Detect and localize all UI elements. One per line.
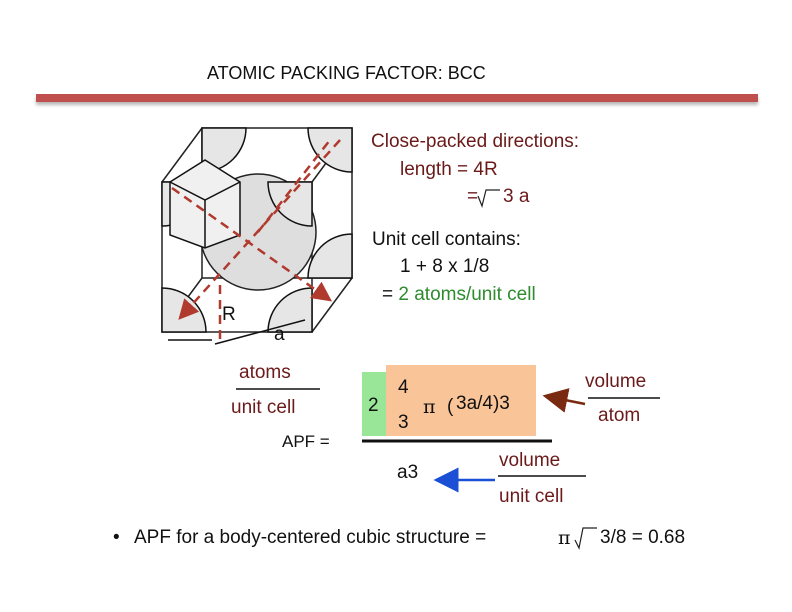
coefficient-highlight [362, 372, 386, 436]
close-packed-equals: = [467, 186, 479, 207]
bullet-pi: π [558, 527, 571, 549]
volume-cell-bottom: unit cell [499, 486, 564, 507]
apf-coefficient: 2 [368, 395, 379, 416]
close-packed-length: length = 4R [400, 159, 498, 180]
unit-cell-heading: Unit cell contains: [372, 229, 521, 250]
apf-frac-den: 3 [398, 412, 409, 433]
bullet-dot: • [113, 527, 120, 548]
apf-label: APF = [282, 432, 330, 451]
apf-denominator: a3 [397, 462, 419, 483]
title-underline-bar [36, 94, 758, 102]
atom-volume-highlight [386, 365, 536, 436]
close-packed-lines [171, 139, 341, 340]
apf-frac-num: 4 [398, 377, 409, 398]
volume-atom-top: volume [585, 371, 647, 392]
unit-cell-result: = 2 atoms/unit cell [382, 284, 536, 306]
slide-title: ATOMIC PACKING FACTOR: BCC [207, 63, 486, 83]
volume-atom-bottom: atom [598, 405, 641, 426]
apf-radical-body: 3a/4)3 [456, 393, 510, 414]
atoms-per-cell-highlight: 2 atoms/unit cell [398, 284, 536, 305]
apf-pi: π [423, 396, 436, 418]
result-prefix: = [382, 284, 399, 305]
label-r: R [222, 304, 236, 325]
dimension-arrows [168, 319, 306, 345]
sqrt-sign-3 [574, 527, 597, 550]
bullet-text: APF for a body-centered cubic structure … [134, 527, 487, 548]
sqrt-sign-1 [477, 189, 500, 208]
apf-paren: ( [447, 396, 454, 417]
bullet-result: 3/8 = 0.68 [600, 527, 686, 548]
arrow-to-volume-atom [542, 388, 586, 413]
close-packed-heading: Close-packed directions: [371, 131, 580, 152]
volume-cell-top: volume [499, 450, 561, 471]
unit-cell-count: 1 + 8 x 1/8 [400, 256, 490, 277]
apf-atoms: atoms [239, 362, 291, 383]
close-packed-root3a: 3 a [503, 186, 530, 207]
label-a: a [274, 324, 285, 345]
apf-unit-cell: unit cell [231, 397, 296, 418]
